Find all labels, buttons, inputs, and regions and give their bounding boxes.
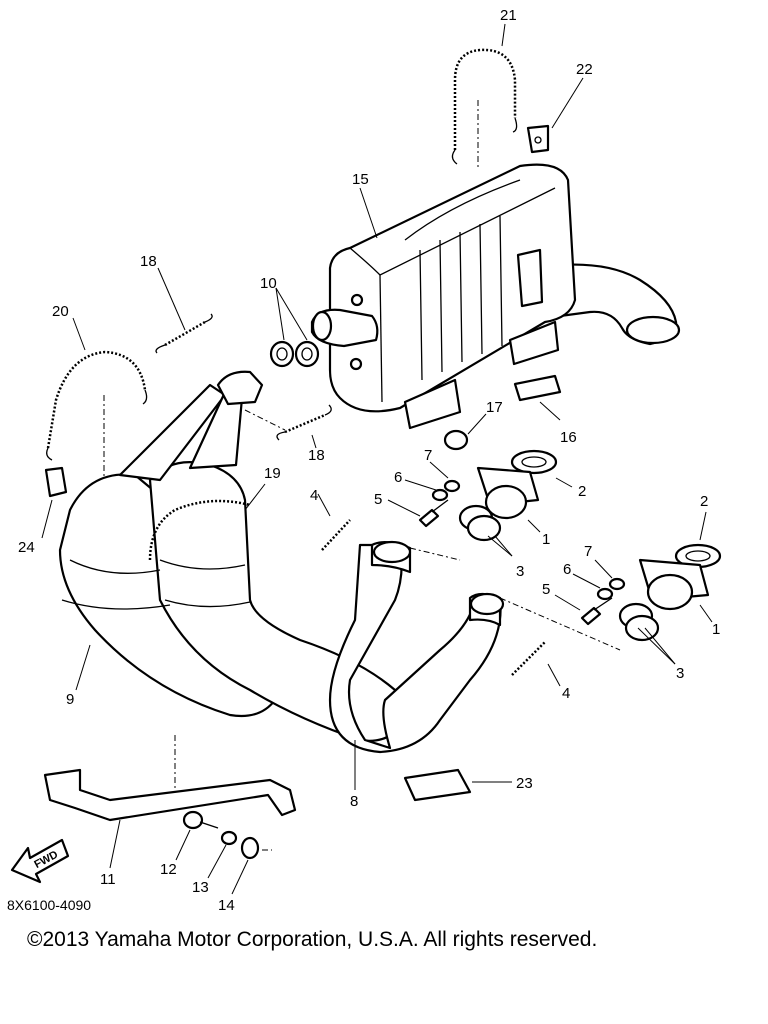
callout-5-upper: 5 [374,491,382,508]
bolt-12 [182,810,219,830]
callout-13: 13 [192,879,209,896]
washer-13 [220,830,238,846]
callout-7-lower: 7 [584,543,592,560]
callout-9: 9 [66,691,74,708]
guide-line [244,409,286,431]
callout-20: 20 [52,303,69,320]
gaskets-10 [269,340,320,368]
callout-15: 15 [352,171,369,188]
callout-3-upper: 3 [516,563,524,580]
callout-23: 23 [516,775,533,792]
collar-14 [240,836,260,860]
callout-4-upper: 4 [310,487,318,504]
callout-6-lower: 6 [563,561,571,578]
gasket-2-upper [510,449,558,475]
expansion-chamber-9 [58,370,407,742]
spring-20 [46,350,148,461]
callout-18-lower: 18 [308,447,325,464]
callout-12: 12 [160,861,177,878]
fwd-arrow-icon: FWD [10,838,70,884]
muffler-15 [310,163,681,430]
callout-3-lower: 3 [676,665,684,682]
bracket-24 [44,466,68,498]
callout-21: 21 [500,7,517,24]
stay-11 [43,768,297,822]
spring-4-upper [321,519,351,551]
callout-8: 8 [350,793,358,810]
callout-2-upper: 2 [578,483,586,500]
rubber-mount-23 [403,768,472,802]
callout-19: 19 [264,465,281,482]
spring-19 [148,499,251,561]
leader-lines [41,23,713,895]
callout-16: 16 [560,429,577,446]
flange-set-upper [418,449,558,542]
callout-11: 11 [100,871,116,888]
bracket-22 [526,124,550,154]
callout-17: 17 [486,399,503,416]
callout-24: 24 [18,539,35,556]
callout-labels: 21 22 15 18 10 20 18 17 16 7 6 5 2 1 3 4… [18,7,720,914]
callout-5-lower: 5 [542,581,550,598]
flange-set-lower [580,543,722,642]
rubber-mount-16 [513,374,562,402]
spring-4-lower [511,641,546,676]
spring-21 [451,48,518,165]
figure-code: 8X6100-4090 [7,897,92,913]
guide-line [409,547,461,561]
callout-2-lower: 2 [700,493,708,510]
callout-7-upper: 7 [424,447,432,464]
spring-18-upper [155,313,213,354]
callout-22: 22 [576,61,593,78]
callout-6-upper: 6 [394,469,402,486]
header-pipe-8 [328,540,505,754]
callout-18-upper: 18 [140,253,157,270]
cap-17 [443,429,469,451]
callout-1-upper: 1 [542,531,550,548]
spring-18-lower [276,404,332,441]
callout-10: 10 [260,275,277,292]
callout-14: 14 [218,897,235,914]
callout-4-lower: 4 [562,685,570,702]
copyright-notice: ©2013 Yamaha Motor Corporation, U.S.A. A… [27,928,598,951]
guide-line [499,597,621,651]
bracket-hole [534,136,542,144]
callout-1-lower: 1 [712,621,720,638]
